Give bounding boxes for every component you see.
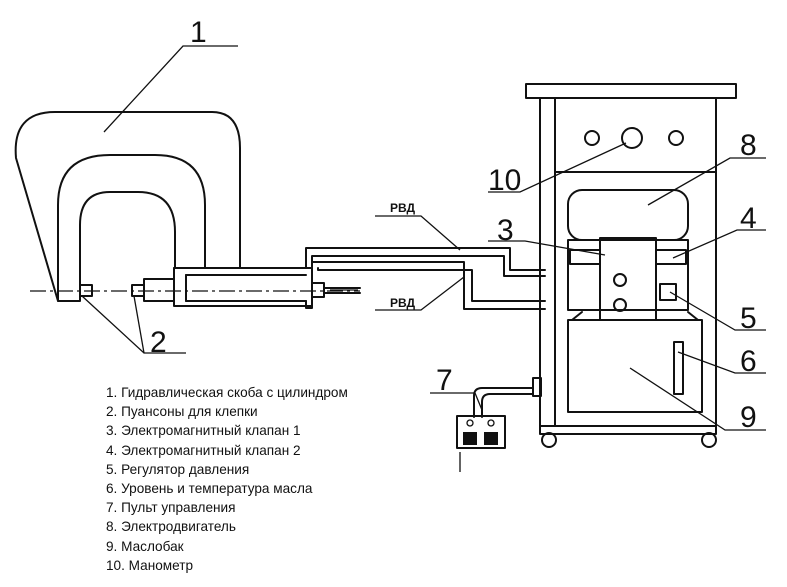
legend-item: 6. Уровень и температура масла [106,481,313,497]
high-pressure-hose-upper [305,247,546,277]
legend-item: 2. Пуансоны для клепки [106,404,258,420]
manometer-gauges [584,127,684,149]
callout-10: 10 [488,164,521,197]
hydraulic-c-frame [14,111,241,302]
leader-lines [81,45,766,472]
callout-8: 8 [740,129,757,162]
valve-block [569,237,687,321]
pendant-cable [473,377,542,418]
control-pendant [456,415,506,449]
legend-item: 5. Регулятор давления [106,461,250,477]
legend-item: 4. Электромагнитный клапан 2 [106,442,301,458]
legend-item: 1. Гидравлическая скоба с цилиндром [106,385,348,400]
high-pressure-hose-lower [305,261,546,310]
callout-6: 6 [740,345,757,378]
callout-9: 9 [740,401,757,434]
component-legend: 1. Гидравлическая скоба с цилиндром 2. П… [106,383,348,575]
riveting-punches [79,278,175,302]
callout-1: 1 [190,16,207,49]
legend-item: 10. Манометр [106,557,194,573]
oil-tank [567,311,703,413]
legend-item: 3. Электромагнитный клапан 1 [106,423,301,439]
hydraulic-cylinder [173,267,361,307]
legend-item: 7. Пульт управления [106,500,236,516]
callout-5: 5 [740,302,757,335]
callout-7: 7 [436,364,453,397]
hose-label-upper: РВД [390,201,416,215]
callout-2: 2 [150,326,167,359]
electric-motor [567,189,689,311]
power-unit-cabinet [525,83,737,448]
legend-item: 9. Маслобак [106,538,184,554]
callout-3: 3 [497,214,514,247]
legend-item: 8. Электродвигатель [106,519,236,535]
hose-label-lower: РВД [390,296,416,310]
callout-4: 4 [740,202,757,235]
